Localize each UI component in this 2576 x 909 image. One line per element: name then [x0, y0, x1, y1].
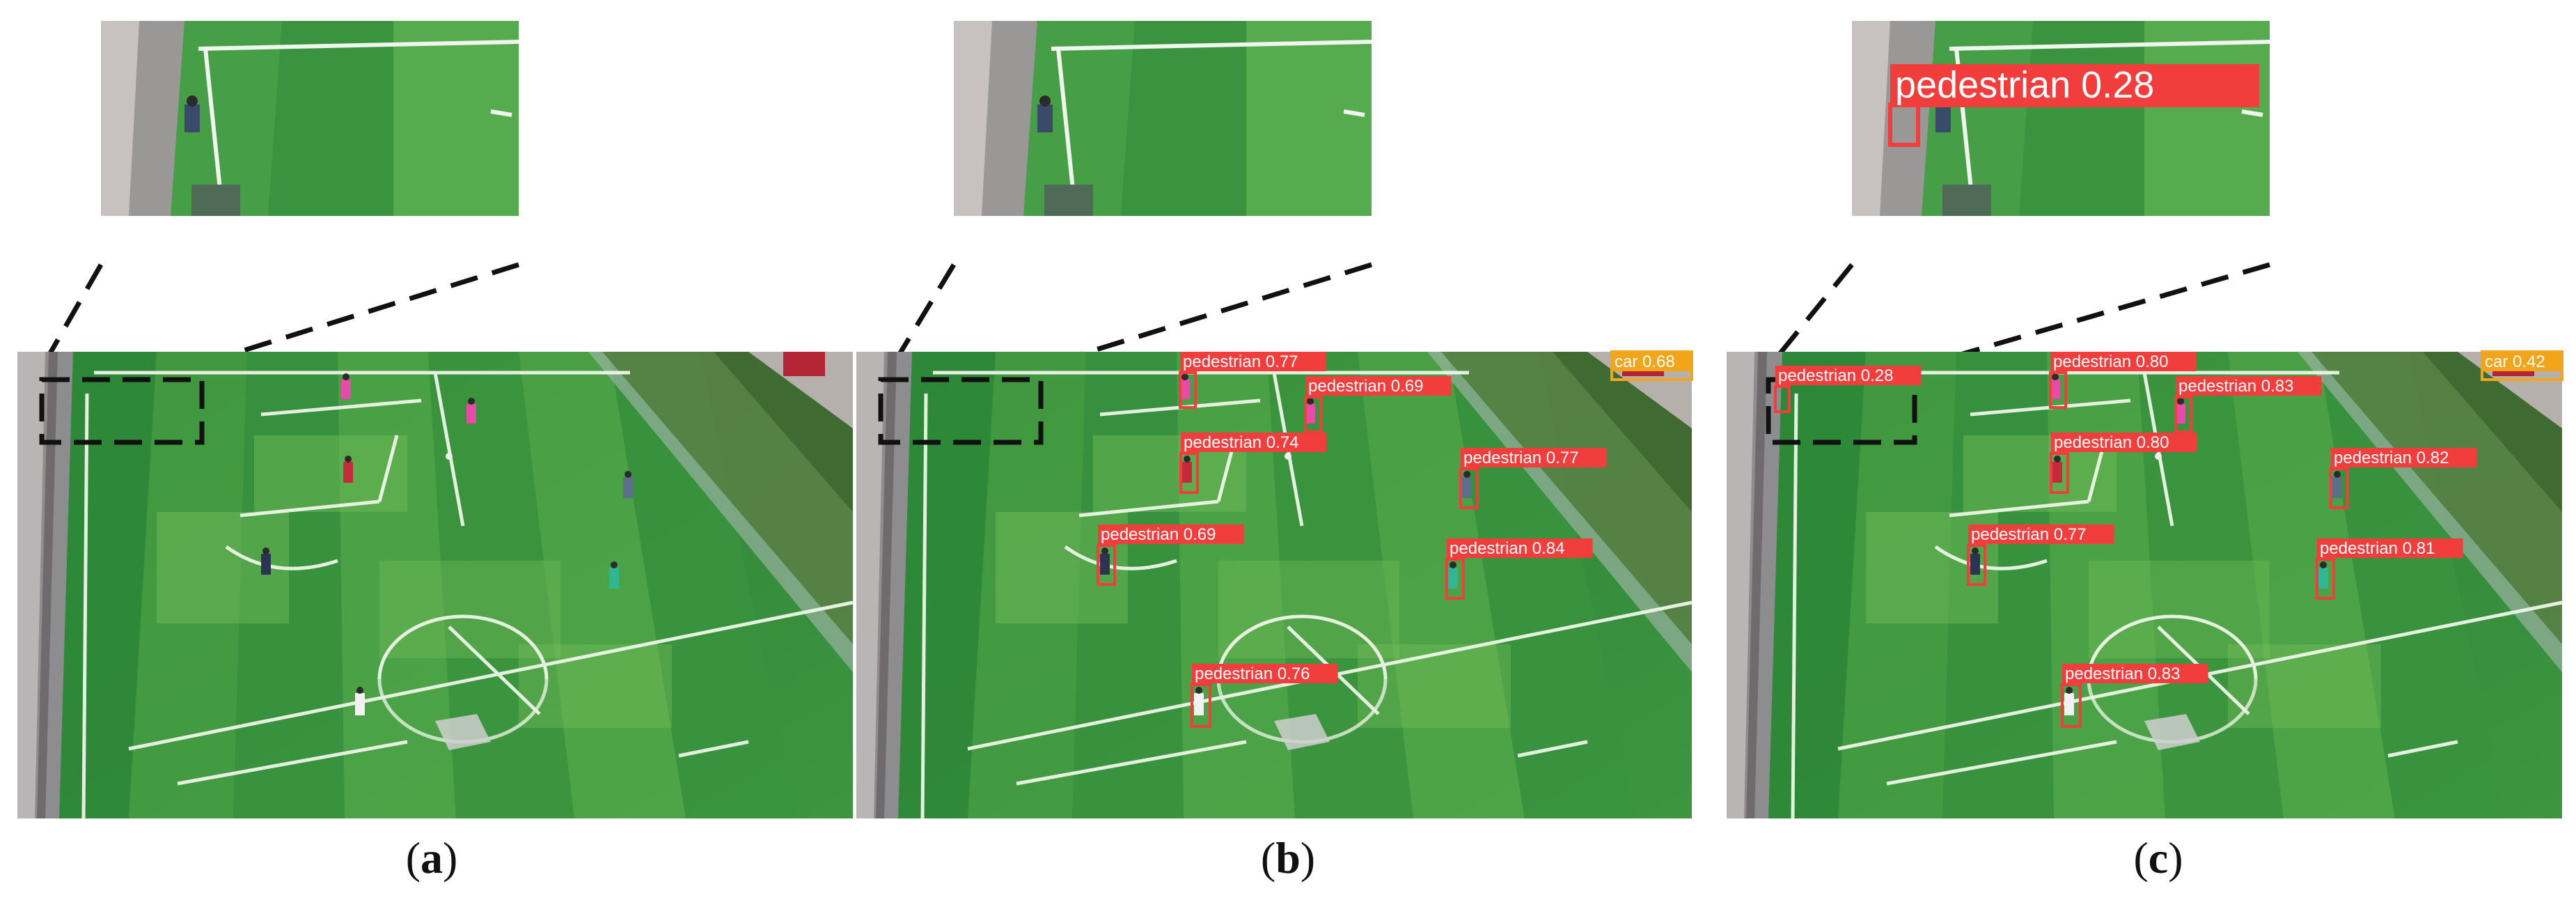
- detection-label-bg: [2176, 376, 2322, 396]
- detection-box: [2049, 371, 2067, 409]
- detection-label: pedestrian 0.74: [1184, 433, 1298, 452]
- panel-a-zoom-inset: [101, 21, 519, 216]
- panel-b-zoom-inset: [954, 21, 1372, 216]
- detection-label: pedestrian 0.69: [1308, 377, 1423, 396]
- detection-label-bg: [2051, 433, 2197, 452]
- detection-box: [1459, 467, 1479, 509]
- panel-a: [17, 21, 853, 818]
- detection-label: pedestrian 0.81: [2320, 539, 2435, 558]
- detection-box: [2316, 558, 2335, 600]
- panel-c-zoom-label-bg: [1890, 64, 2259, 107]
- detection-label-bg: [2050, 352, 2197, 371]
- panel-b-zoom-guides: [889, 262, 1373, 371]
- detection-box: [1774, 385, 1791, 413]
- detection-label: pedestrian 0.84: [1450, 539, 1564, 558]
- detection-box: [2174, 396, 2192, 433]
- detection-label: pedestrian 0.83: [2178, 377, 2293, 396]
- detection-label-bg: [2062, 664, 2208, 683]
- detection-label-bg: [1447, 538, 1593, 558]
- panel-c-detections: pedestrian 0.28 pedestrian 0.80 pedestrian…: [1774, 350, 2563, 728]
- detection-label: pedestrian 0.69: [1101, 525, 1216, 544]
- detection-label-bg: [1968, 525, 2114, 544]
- detection-label: pedestrian 0.76: [1195, 665, 1310, 683]
- detection-box: [2050, 452, 2069, 494]
- panel-a-zoom-guides: [39, 262, 520, 371]
- panel-b-detections: pedestrian 0.77 pedestrian 0.69 pedestrian…: [1097, 350, 1693, 728]
- detection-label: pedestrian 0.83: [2065, 665, 2180, 683]
- detection-label-bg: [2317, 538, 2463, 558]
- panel-c-zoom-inset: pedestrian 0.28: [1852, 21, 2270, 216]
- panel-c-zoom-region: [1766, 377, 1917, 445]
- panel-c-zoom-guides: [1766, 262, 2270, 371]
- caption-c: (c): [2133, 833, 2183, 883]
- panel-a-zoom-region: [39, 377, 205, 445]
- detection-box: [1445, 558, 1465, 600]
- detection-box: [1967, 544, 1986, 586]
- detection-box: [2061, 683, 2082, 728]
- detection-label: car 0.42: [2485, 352, 2545, 371]
- detection-label: pedestrian 0.28: [1778, 366, 1893, 385]
- detection-label-bg: [1461, 448, 1607, 467]
- detection-label-bg: [1775, 366, 1922, 385]
- detection-label-bg: [1612, 352, 1693, 371]
- detection-box: [2330, 467, 2349, 509]
- detection-label-bg: [1305, 376, 1452, 396]
- detection-label: pedestrian 0.80: [2054, 433, 2169, 452]
- detection-label: pedestrian 0.80: [2053, 352, 2168, 371]
- detection-label-bg: [2331, 448, 2477, 467]
- detection-box: [1191, 683, 1211, 728]
- panel-a-scene: [17, 352, 853, 818]
- detection-label: pedestrian 0.77: [1463, 449, 1578, 467]
- panel-b: pedestrian 0.77 pedestrian 0.69 pedestrian…: [856, 21, 1693, 818]
- detection-box: [1179, 452, 1199, 494]
- detection-label-bg: [1192, 664, 1338, 683]
- panel-b-zoom-region: [878, 377, 1044, 445]
- detection-label-bg: [2482, 352, 2563, 371]
- detection-label-bg: [1180, 352, 1326, 371]
- detection-label-bg: [1181, 433, 1327, 452]
- caption-a: (a): [405, 833, 458, 883]
- panel-c-scene: pedestrian 0.28 pedestrian 0.80 pedestrian…: [1727, 352, 2563, 818]
- caption-b: (b): [1260, 833, 1316, 883]
- panel-c: pedestrian 0.28 pedestrian 0.28pedestria…: [1727, 21, 2563, 818]
- detection-box: [1097, 544, 1116, 586]
- detection-label: pedestrian 0.77: [1971, 525, 2086, 544]
- detection-label-bg: [1098, 525, 1244, 544]
- detection-box: [1304, 396, 1322, 433]
- detection-box: [1179, 371, 1197, 409]
- detection-label: car 0.68: [1615, 352, 1675, 371]
- detection-label: pedestrian 0.82: [2334, 449, 2449, 467]
- panel-b-scene: pedestrian 0.77 pedestrian 0.69 pedestrian…: [856, 352, 1693, 818]
- detection-label: pedestrian 0.77: [1183, 352, 1298, 371]
- panel-c-zoom-label: pedestrian 0.28: [1895, 64, 2154, 106]
